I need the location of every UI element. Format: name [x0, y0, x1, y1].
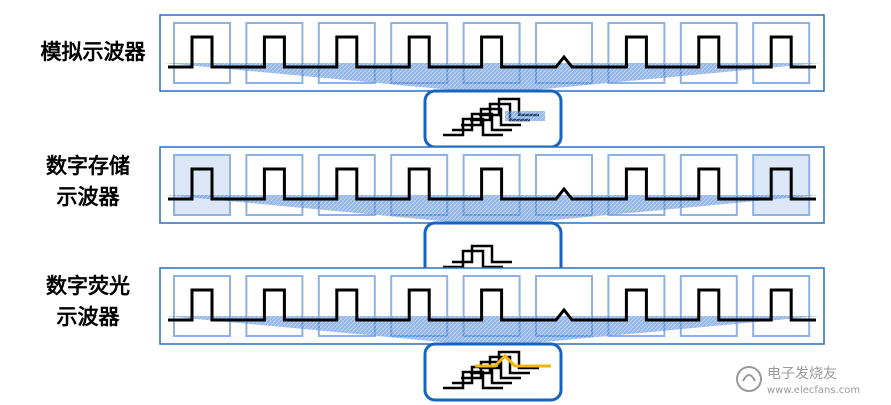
zoom-trace: [452, 244, 512, 264]
funnel-hatch: [164, 316, 820, 344]
row-group: [159, 14, 825, 149]
zoom-hatch: [505, 111, 545, 121]
sample-window: [752, 22, 811, 84]
zoom-trace: [479, 350, 539, 370]
funnel-hatch: [164, 63, 820, 91]
watermark-text: 电子发烧友: [767, 366, 837, 382]
row-label-digital-storage: 数字存储 示波器: [46, 154, 130, 209]
signal-trace: [168, 167, 816, 201]
row-label-analog: 模拟示波器: [40, 40, 146, 64]
sample-window: [752, 275, 811, 337]
row-label-digital-phosphor: 数字荧光 示波器: [46, 274, 130, 329]
watermark-logo: 电子发烧友 www.elecfans.com: [736, 366, 860, 396]
row-group: [159, 267, 825, 402]
sample-window: [173, 154, 231, 216]
signal-trace: [168, 35, 816, 69]
sample-window: [752, 154, 811, 216]
row-group: [159, 146, 825, 281]
signal-trace: [168, 288, 816, 322]
sample-window: [173, 275, 231, 337]
sample-window: [173, 22, 231, 84]
watermark-url: www.elecfans.com: [767, 385, 860, 396]
funnel-hatch: [164, 195, 820, 223]
glitch-highlight-trace: [475, 353, 551, 368]
